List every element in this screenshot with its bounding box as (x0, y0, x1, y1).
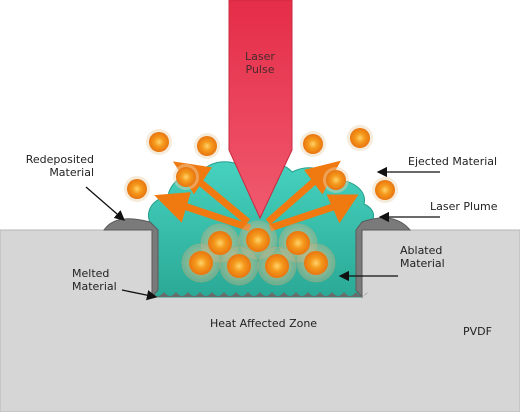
heat-affected-zone-label: Heat Affected Zone (210, 317, 318, 330)
ablated-particle (246, 228, 270, 252)
laser-pulse-label: Laser Pulse (230, 50, 290, 76)
laser-plume-label: Laser Plume (430, 200, 498, 213)
ablated-particle (265, 254, 289, 278)
laser-label-line1: Laser (245, 50, 275, 63)
ablated-particle (304, 251, 328, 275)
redeposited-label-line1: Redeposited (25, 153, 94, 166)
melted-material-right (355, 217, 412, 299)
ejected-material-label: Ejected Material (408, 155, 498, 168)
ejected-particle (303, 134, 323, 154)
ejected-particle (127, 179, 147, 199)
pvdf-label: PVDF (463, 325, 492, 338)
redeposited-material-label: Redeposited Material (8, 153, 94, 179)
pointer-arrows (85, 166, 440, 301)
melted-label-line1: Melted (72, 267, 110, 280)
ablated-particle (208, 231, 232, 255)
ejected-particle (197, 136, 217, 156)
laser-label-line2: Pulse (245, 63, 275, 76)
redeposited-label-line2: Material (49, 166, 94, 179)
ejected-particle (375, 180, 395, 200)
melted-pointer (121, 289, 158, 301)
melted-label-line2: Material (72, 280, 117, 293)
ejected-particle (176, 167, 196, 187)
laser-pulse-beam (228, 0, 293, 220)
ablated-material-label: Ablated Material (400, 244, 445, 270)
ablated-particle (227, 254, 251, 278)
ablated-label-line2: Material (400, 257, 445, 270)
ablated-particles (124, 125, 398, 286)
ablated-label-line1: Ablated (400, 244, 443, 257)
redeposited-pointer (85, 186, 125, 221)
ejected-particle (350, 128, 370, 148)
ablated-particle (286, 231, 310, 255)
ejected-particle (326, 170, 346, 190)
heat-affected-zone-edge (152, 292, 368, 297)
melted-material-label: Melted Material (72, 267, 117, 293)
ejected-particle (149, 132, 169, 152)
ablated-particle (189, 251, 213, 275)
